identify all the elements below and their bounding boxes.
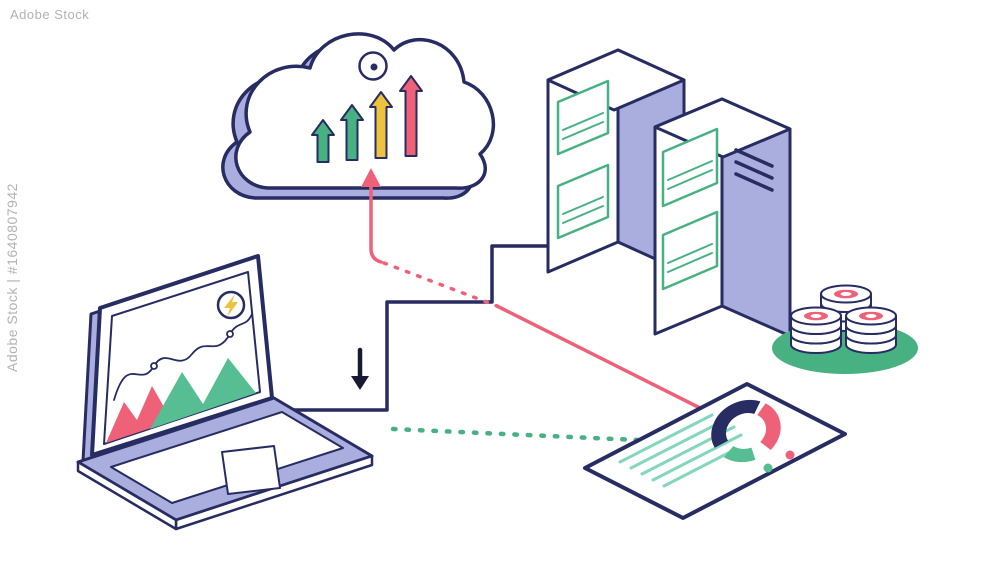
cloud-upload-group <box>221 32 496 200</box>
lightning-badge-icon <box>216 290 246 320</box>
panel-frame <box>661 210 719 291</box>
coin-stack-right <box>845 306 897 354</box>
lightning-bolt <box>224 294 238 317</box>
server-left-panel-bottom <box>556 163 610 240</box>
connection-lines <box>288 168 704 444</box>
growth-arrow-green-1 <box>311 119 335 163</box>
panel-line <box>562 196 604 215</box>
vent-line <box>734 172 774 192</box>
upload-line-dotted <box>382 261 499 308</box>
text-line <box>651 433 743 482</box>
panel-frame <box>661 127 719 208</box>
trackpad <box>221 445 281 495</box>
sync-dotted-line <box>390 426 663 444</box>
panel-line <box>562 121 604 140</box>
vent-line <box>734 148 774 168</box>
text-line <box>618 413 714 464</box>
report-link-line <box>495 304 704 411</box>
panel-line <box>667 160 713 181</box>
watermark-corner: Adobe Stock <box>10 7 89 22</box>
coin-ring-hole <box>840 292 852 296</box>
database-coin-stacks <box>772 284 918 374</box>
lens-pupil <box>370 63 378 71</box>
legend-dot-red <box>785 450 795 460</box>
line-chart-marker <box>226 330 234 338</box>
download-arrow-head <box>351 376 369 390</box>
coin-ring-hole <box>810 314 822 318</box>
upload-line-solid <box>369 182 383 264</box>
coin-stack-left <box>790 306 842 354</box>
tablet-body <box>583 382 847 520</box>
upload-arrow-head <box>361 168 381 187</box>
legend-dot-green <box>763 463 773 473</box>
panel-line <box>667 243 713 264</box>
panel-line <box>667 169 713 190</box>
growth-arrow-yellow <box>369 91 393 159</box>
panel-line <box>667 252 713 273</box>
area-chart-green <box>150 358 256 429</box>
watermark-side: Adobe Stock | #1640807942 <box>4 183 20 372</box>
line-chart-curve <box>113 313 253 401</box>
cloud-body <box>234 32 496 190</box>
lens-eye-icon <box>358 51 388 81</box>
area-chart-pink <box>106 386 172 443</box>
panel-line <box>562 205 604 224</box>
server-right-vents <box>734 148 774 192</box>
growth-arrows-icon <box>311 75 423 163</box>
deck-left-edge <box>76 460 178 531</box>
analytics-report-tablet <box>583 382 847 520</box>
server-rack-right <box>653 97 792 338</box>
upload-arrow-line <box>361 168 704 411</box>
circuit-line <box>288 244 555 412</box>
vent-line <box>734 160 774 180</box>
server-left-panel-top <box>556 79 610 156</box>
growth-arrow-pink <box>399 75 423 157</box>
server-right-panel-top <box>661 127 719 208</box>
text-line <box>629 417 729 470</box>
laptop <box>76 254 374 531</box>
line-chart-marker <box>150 362 158 370</box>
coin-ring-hole <box>865 314 877 318</box>
server-right-panel-bottom <box>661 210 719 291</box>
panel-line <box>562 112 604 131</box>
donut-segment-navy <box>711 399 781 463</box>
download-arrow-icon <box>351 347 369 390</box>
growth-arrow-green-2 <box>340 104 364 161</box>
text-line <box>662 447 738 488</box>
